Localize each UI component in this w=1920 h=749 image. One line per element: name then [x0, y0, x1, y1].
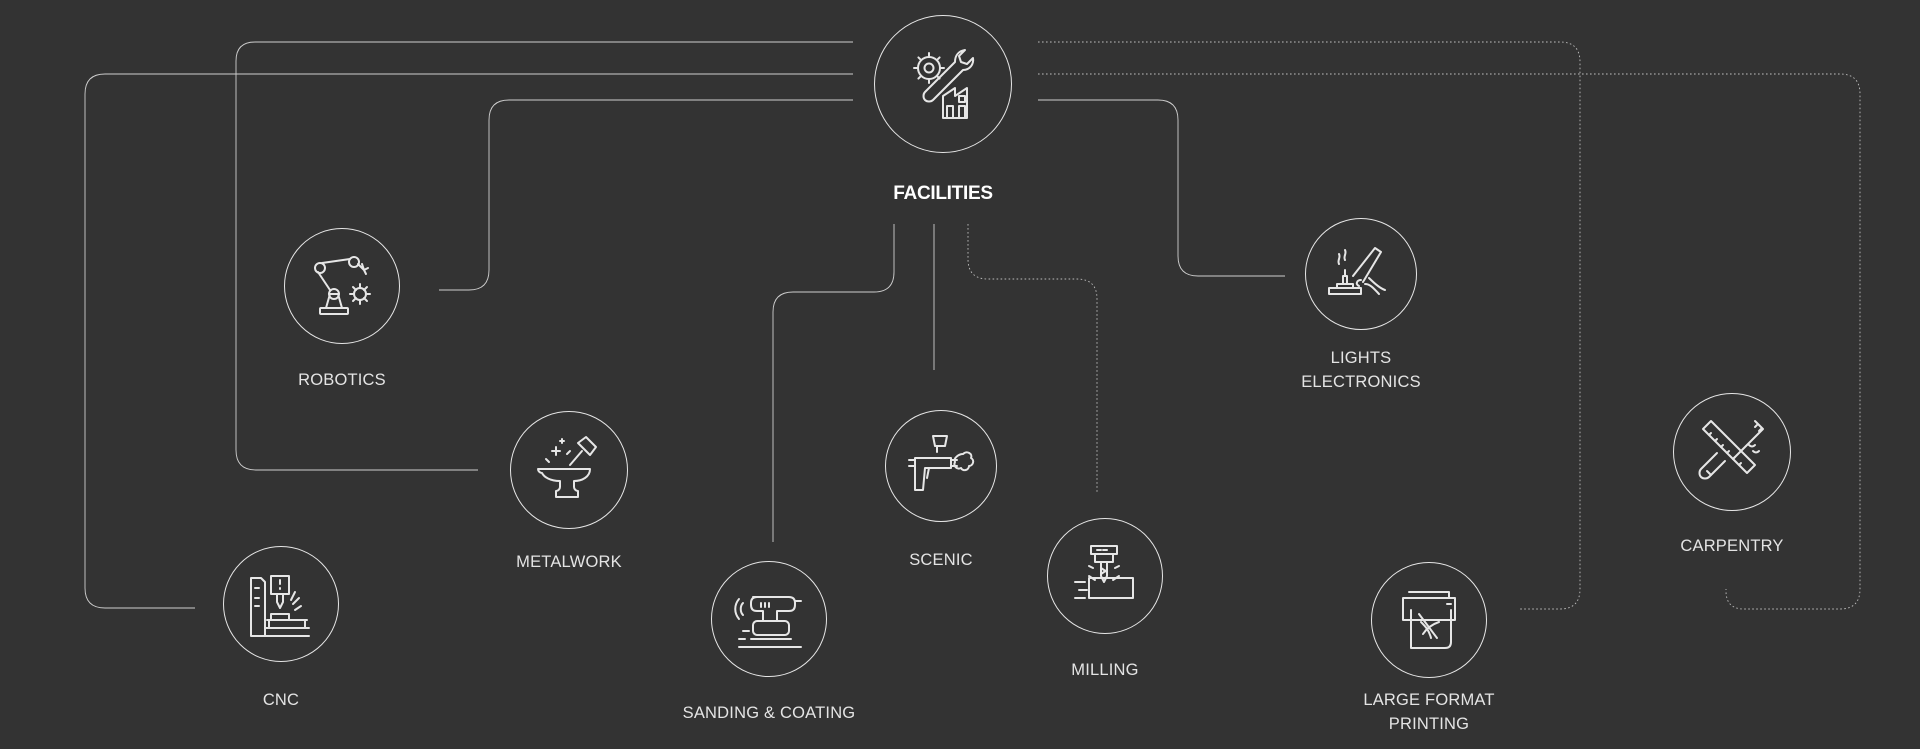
metalwork-label: METALWORK [516, 553, 622, 571]
carpentry-label: CARPENTRY [1680, 537, 1784, 555]
facilities-title: FACILITIES [893, 183, 993, 204]
printing-label: LARGE FORMAT PRINTING [1363, 688, 1494, 736]
metalwork-circle[interactable] [510, 411, 628, 529]
milling-circle[interactable] [1047, 518, 1163, 634]
soldering-iron-icon [1328, 247, 1386, 295]
large-format-printer-icon [1402, 591, 1456, 649]
lights-circle[interactable] [1305, 218, 1417, 330]
connector-robotics [439, 99, 853, 291]
sanding-circle[interactable] [711, 561, 827, 677]
milling-label: MILLING [1071, 661, 1139, 679]
cnc-circle[interactable] [223, 546, 339, 662]
facilities-circle [874, 15, 1012, 153]
printing-label-line-1: LARGE FORMAT [1363, 691, 1495, 709]
lights-label: LIGHTS ELECTRONICS [1301, 346, 1421, 394]
cnc-machine-icon [250, 575, 310, 637]
anvil-hammer-icon [537, 436, 597, 498]
crossed-saws-icon [1698, 420, 1764, 480]
connector-carpentry [1038, 73, 1861, 610]
sanding-label: SANDING & COATING [682, 704, 856, 722]
scenic-label: SCENIC [909, 551, 973, 569]
connector-metalwork [235, 41, 853, 471]
printing-circle[interactable] [1371, 562, 1487, 678]
spray-gun-icon [908, 435, 975, 491]
connector-lights [1038, 99, 1285, 277]
robotics-label: ROBOTICS [298, 371, 386, 389]
cnc-label: CNC [262, 691, 300, 709]
robot-arm-icon [314, 256, 371, 315]
connector-cnc [84, 73, 853, 609]
connector-sanding [772, 224, 895, 542]
scenic-circle[interactable] [885, 410, 997, 522]
robotics-circle[interactable] [284, 228, 400, 344]
carpentry-circle[interactable] [1673, 393, 1791, 511]
lights-label-line-2: ELECTRONICS [1301, 373, 1421, 391]
connector-printing [1038, 41, 1581, 610]
connector-milling [967, 224, 1098, 492]
printing-label-line-2: PRINTING [1388, 715, 1470, 733]
wrench-gear-factory-icon [913, 49, 975, 119]
lights-label-line-1: LIGHTS [1330, 349, 1392, 367]
orbital-sander-icon [734, 596, 802, 648]
milling-machine-icon [1074, 545, 1134, 599]
